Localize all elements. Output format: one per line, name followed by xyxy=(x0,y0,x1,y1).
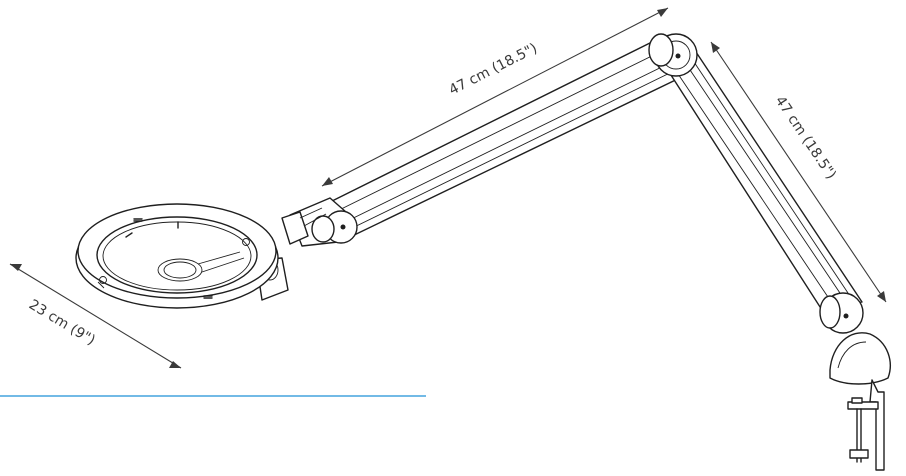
magnifier-lens xyxy=(157,251,245,282)
dimension-lower-arm-label: 47 cm (18.5") xyxy=(772,93,839,182)
magnifier-head xyxy=(75,203,279,309)
lower-arm xyxy=(659,51,863,311)
ring-markers xyxy=(97,218,250,299)
dimension-upper-arm-label: 47 cm (18.5") xyxy=(447,40,540,98)
dimension-head-label: 23 cm (9") xyxy=(26,297,98,349)
elbow-pivot xyxy=(675,53,681,59)
head-hinge xyxy=(281,197,358,247)
desk-clamp xyxy=(829,332,891,471)
elbow-joint xyxy=(648,33,698,77)
base-joint xyxy=(819,292,864,334)
